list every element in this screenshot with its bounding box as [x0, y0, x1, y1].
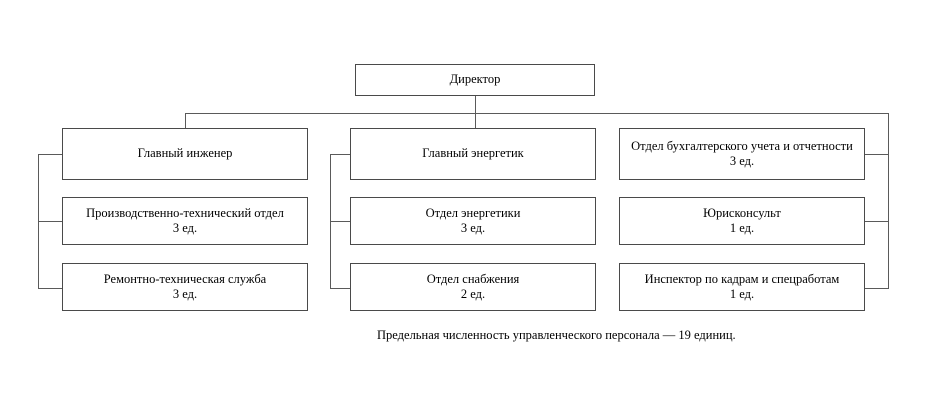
- connector-left-stub-1: [38, 154, 62, 155]
- node-legal-adviser-title: Юрисконсульт: [703, 205, 781, 220]
- node-chief-power-engineer[interactable]: Главный энергетик: [350, 128, 596, 180]
- node-supply-department-count: 2 ед.: [460, 287, 486, 301]
- connector-right-stub-3: [865, 288, 889, 289]
- connector-middle-stub-3: [330, 288, 350, 289]
- node-hr-special-works-inspector-title: Инспектор по кадрам и спецработам: [644, 271, 840, 286]
- node-director[interactable]: Директор: [355, 64, 595, 96]
- node-supply-department-title: Отдел снабжения: [426, 271, 520, 286]
- node-hr-special-works-inspector-count: 1 ед.: [729, 287, 755, 301]
- node-legal-adviser-count: 1 ед.: [729, 221, 755, 235]
- node-power-department-title: Отдел энергетики: [425, 205, 521, 220]
- connector-director-drop: [475, 96, 476, 114]
- node-legal-adviser[interactable]: Юрисконсульт 1 ед.: [619, 197, 865, 245]
- connector-bus-to-right-column: [888, 113, 889, 154]
- connector-bus-to-middle-column: [475, 113, 476, 128]
- node-accounting-department[interactable]: Отдел бухгалтерского учета и отчетности …: [619, 128, 865, 180]
- connector-left-stub-2: [38, 221, 62, 222]
- node-production-technical-department-title: Производственно-технический отдел: [86, 205, 284, 220]
- node-chief-power-engineer-title: Главный энергетик: [422, 146, 524, 161]
- connector-middle-stub-1: [330, 154, 350, 155]
- node-production-technical-department[interactable]: Производственно-технический отдел 3 ед.: [62, 197, 308, 245]
- node-power-department[interactable]: Отдел энергетики 3 ед.: [350, 197, 596, 245]
- node-repair-technical-service[interactable]: Ремонтно-техническая служба 3 ед.: [62, 263, 308, 311]
- node-accounting-department-count: 3 ед.: [729, 154, 755, 168]
- node-supply-department[interactable]: Отдел снабжения 2 ед.: [350, 263, 596, 311]
- node-director-title: Директор: [449, 72, 501, 87]
- footer-total-headcount-note: Предельная численность управленческого п…: [377, 328, 736, 342]
- node-chief-engineer[interactable]: Главный инженер: [62, 128, 308, 180]
- node-production-technical-department-count: 3 ед.: [172, 221, 198, 235]
- connector-right-stub-2: [865, 221, 889, 222]
- node-chief-engineer-title: Главный инженер: [137, 146, 233, 161]
- connector-main-bus: [185, 113, 889, 114]
- node-repair-technical-service-title: Ремонтно-техническая служба: [103, 271, 267, 286]
- connector-middle-stub-2: [330, 221, 350, 222]
- node-power-department-count: 3 ед.: [460, 221, 486, 235]
- node-accounting-department-title: Отдел бухгалтерского учета и отчетности: [631, 138, 853, 153]
- connector-left-stub-3: [38, 288, 62, 289]
- node-hr-special-works-inspector[interactable]: Инспектор по кадрам и спецработам 1 ед.: [619, 263, 865, 311]
- connector-bus-to-left-column: [185, 113, 186, 141]
- node-repair-technical-service-count: 3 ед.: [172, 287, 198, 301]
- connector-right-stub-1: [865, 154, 889, 155]
